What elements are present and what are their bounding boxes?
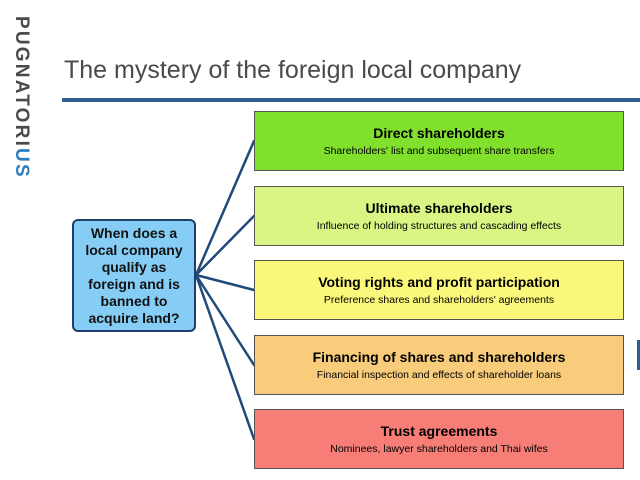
category-subtitle: Shareholders' list and subsequent share … (323, 144, 555, 157)
logo-text-main: PUGNATORI (11, 16, 32, 148)
logo-text-accent: US (11, 148, 32, 179)
category-title: Trust agreements (380, 422, 498, 439)
category-title: Financing of shares and shareholders (312, 348, 566, 365)
category-subtitle: Financial inspection and effects of shar… (316, 368, 562, 381)
category-financing: Financing of shares and shareholders Fin… (254, 335, 624, 395)
connector-3 (194, 273, 256, 292)
connector-2 (194, 214, 256, 277)
category-trust-agreements: Trust agreements Nominees, lawyer shareh… (254, 409, 624, 469)
connector-4 (194, 273, 256, 367)
category-direct-shareholders: Direct shareholders Shareholders' list a… (254, 111, 624, 171)
svg-text:PUGNATORIUS: PUGNATORIUS (11, 16, 32, 179)
connector-5 (194, 273, 256, 441)
question-box: When does a local company qualify as for… (72, 219, 196, 332)
category-title: Ultimate shareholders (365, 199, 513, 216)
category-title: Voting rights and profit participation (318, 273, 560, 290)
slide-title: The mystery of the foreign local company (64, 56, 522, 84)
category-ultimate-shareholders: Ultimate shareholders Influence of holdi… (254, 186, 624, 246)
category-voting-rights: Voting rights and profit participation P… (254, 260, 624, 320)
category-subtitle: Preference shares and shareholders' agre… (323, 293, 555, 306)
category-subtitle: Influence of holding structures and casc… (316, 219, 562, 232)
connector-1 (194, 139, 256, 277)
pugnatorius-logo: PUGNATORIUS (6, 6, 46, 206)
category-subtitle: Nominees, lawyer shareholders and Thai w… (330, 442, 548, 455)
title-rule (62, 98, 640, 102)
edge-marker (637, 340, 640, 370)
category-title: Direct shareholders (373, 124, 505, 141)
question-text: When does a local company qualify as for… (85, 224, 183, 326)
